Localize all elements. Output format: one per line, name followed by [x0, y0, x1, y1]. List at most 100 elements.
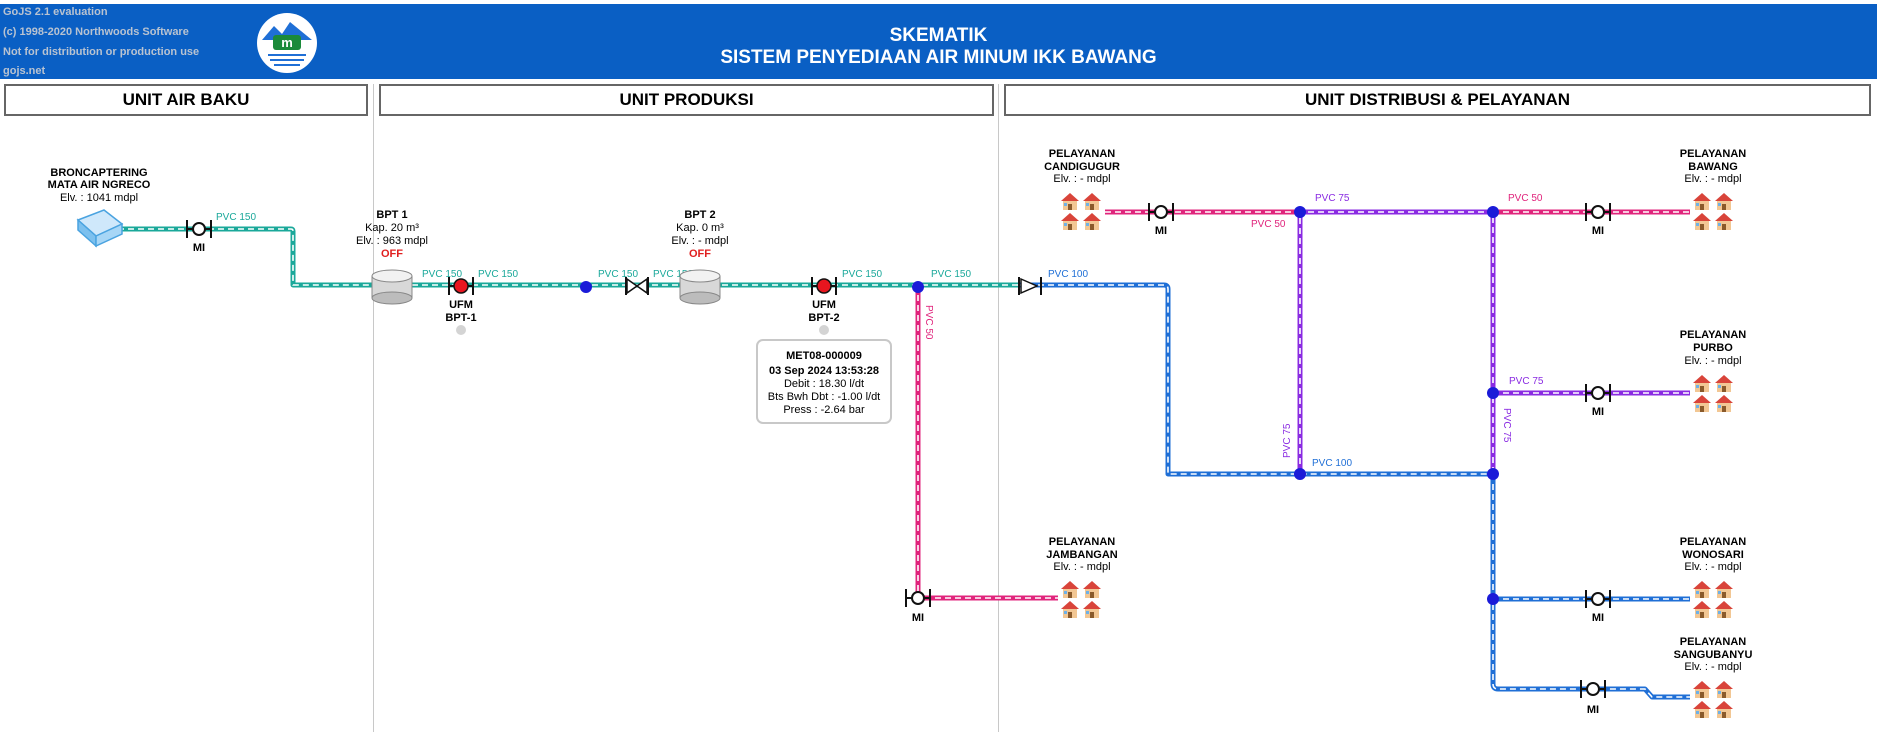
- pipe-label: PVC 75: [1501, 408, 1512, 443]
- pipe-jambangan[interactable]: [915, 285, 1058, 601]
- pipe-label: PVC 75: [1315, 193, 1350, 204]
- service-elevation: Elv. : - mdpl: [1684, 355, 1741, 367]
- check-valve-icon: [1018, 277, 1042, 295]
- meter-wonosari[interactable]: MI: [1585, 590, 1611, 624]
- meter-purbo[interactable]: MI: [1585, 384, 1611, 418]
- junction-node[interactable]: [1294, 206, 1306, 218]
- junction-node[interactable]: [1487, 593, 1499, 605]
- junction-node[interactable]: [1487, 206, 1499, 218]
- tank-elevation: Elv. : - mdpl: [671, 235, 728, 247]
- meter-info-tooltip: MET08-000009 03 Sep 2024 13:53:28 Debit …: [756, 339, 892, 424]
- evaluation-notice-line1: GoJS 2.1 evaluation: [3, 6, 108, 18]
- service-elevation: Elv. : - mdpl: [1684, 661, 1741, 673]
- service-name: PELAYANAN: [1680, 536, 1746, 548]
- valve-icon: [625, 277, 649, 295]
- houses-icon: [1693, 681, 1733, 718]
- junction-node[interactable]: [1294, 468, 1306, 480]
- service-name: PELAYANAN: [1680, 329, 1746, 341]
- junction-node[interactable]: [1487, 387, 1499, 399]
- tooltip-datetime: 03 Sep 2024 13:53:28: [769, 365, 879, 377]
- pipe-label: PVC 50: [1251, 219, 1286, 230]
- pipe-label: PVC 150: [422, 269, 462, 280]
- company-logo: m: [257, 13, 317, 73]
- pipe-pvc150-source-dash: [118, 228, 372, 286]
- water-meter-icon: [186, 220, 212, 238]
- source-name: MATA AIR NGRECO: [48, 179, 151, 191]
- pipe-label: PVC 75: [1282, 423, 1293, 458]
- tank-bpt1[interactable]: BPT 1 Kap. 20 m³ Elv. : 963 mdpl OFF: [356, 209, 428, 305]
- tank-icon: [679, 269, 721, 305]
- tank-name: BPT 1: [376, 209, 407, 221]
- status-dot-icon: [819, 325, 829, 335]
- junction-node[interactable]: [912, 281, 924, 293]
- ufm-bpt1[interactable]: UFM BPT-1: [445, 277, 477, 335]
- pipe-pvc75[interactable]: [1297, 209, 1496, 474]
- meter-sangubanyu[interactable]: MI: [1580, 680, 1606, 716]
- service-name: PELAYANAN: [1049, 536, 1115, 548]
- section-divider: [998, 84, 999, 732]
- meter-label: MI: [1592, 406, 1604, 418]
- service-name: CANDIGUGUR: [1044, 161, 1120, 173]
- water-meter-icon: [1585, 384, 1611, 402]
- service-name: PELAYANAN: [1680, 636, 1746, 648]
- meter-label: MI: [1592, 225, 1604, 237]
- pipe-label: PVC 150: [842, 269, 882, 280]
- evaluation-notice-line2: (c) 1998-2020 Northwoods Software: [3, 26, 189, 38]
- tank-status: OFF: [689, 248, 711, 260]
- service-candigugur[interactable]: PELAYANAN CANDIGUGUR Elv. : - mdpl: [1044, 148, 1120, 230]
- meter-candigugur[interactable]: MI: [1148, 203, 1174, 237]
- evaluation-notice-line4: gojs.net: [3, 65, 46, 77]
- ufm-label: UFM: [449, 299, 473, 311]
- service-sangubanyu[interactable]: PELAYANAN SANGUBANYU Elv. : - mdpl: [1674, 636, 1753, 718]
- service-wonosari[interactable]: PELAYANAN WONOSARI Elv. : - mdpl: [1680, 536, 1746, 618]
- meter-label: MI: [1587, 704, 1599, 716]
- page-title: SKEMATIK: [889, 25, 988, 46]
- tank-status: OFF: [381, 248, 403, 260]
- service-name: WONOSARI: [1682, 549, 1744, 561]
- tank-capacity: Kap. 20 m³: [365, 222, 419, 234]
- meter-label: MI: [1592, 612, 1604, 624]
- service-name: PELAYANAN: [1680, 148, 1746, 160]
- meter-bawang[interactable]: MI: [1585, 203, 1611, 237]
- svg-text:m: m: [281, 35, 293, 50]
- service-name: JAMBANGAN: [1046, 549, 1118, 561]
- tank-name: BPT 2: [684, 209, 715, 221]
- pipe-label: PVC 150: [931, 269, 971, 280]
- section-air-baku: UNIT AIR BAKU: [4, 84, 368, 116]
- tank-icon: [371, 269, 413, 305]
- ufm-bpt2[interactable]: UFM BPT-2: [808, 277, 840, 335]
- pipe-label: PVC 100: [1048, 269, 1088, 280]
- pipe-pvc100[interactable]: [1018, 282, 1493, 477]
- ufm-label: BPT-2: [808, 312, 839, 324]
- pipe-pvc100-dash: [1018, 284, 1493, 475]
- tooltip-id: MET08-000009: [786, 350, 862, 362]
- meter-source[interactable]: MI: [186, 220, 212, 254]
- houses-icon: [1061, 581, 1101, 618]
- service-elevation: Elv. : - mdpl: [1684, 561, 1741, 573]
- service-purbo[interactable]: PELAYANAN PURBO Elv. : - mdpl: [1680, 329, 1746, 412]
- pipe-wonosari-sangubanyu[interactable]: [1490, 474, 1690, 700]
- junction-node[interactable]: [580, 281, 592, 293]
- pipe-pvc150-source[interactable]: [118, 226, 372, 288]
- service-elevation: Elv. : - mdpl: [1684, 173, 1741, 185]
- gate-valve[interactable]: [625, 277, 649, 295]
- section-divider: [373, 84, 374, 732]
- pipe-pvc75-dash: [1299, 211, 1494, 474]
- meter-label: MI: [1155, 225, 1167, 237]
- source-broncaptering[interactable]: BRONCAPTERING MATA AIR NGRECO Elv. : 104…: [48, 167, 151, 248]
- service-name: PURBO: [1693, 342, 1733, 354]
- page-subtitle: SISTEM PENYEDIAAN AIR MINUM IKK BAWANG: [720, 47, 1157, 68]
- service-bawang[interactable]: PELAYANAN BAWANG Elv. : - mdpl: [1680, 148, 1746, 230]
- service-jambangan[interactable]: PELAYANAN JAMBANGAN Elv. : - mdpl: [1046, 536, 1118, 618]
- ufm-label: BPT-1: [445, 312, 476, 324]
- pipe-lines: [118, 209, 1690, 700]
- junction-node[interactable]: [1487, 468, 1499, 480]
- pipe-label: PVC 150: [216, 212, 256, 223]
- pipe-label: PVC 150: [653, 269, 693, 280]
- pipe-label: PVC 75: [1509, 376, 1544, 387]
- tank-bpt2[interactable]: BPT 2 Kap. 0 m³ Elv. : - mdpl OFF: [671, 209, 729, 305]
- water-meter-icon: [1585, 590, 1611, 608]
- check-valve[interactable]: [1018, 277, 1042, 295]
- meter-jambangan[interactable]: MI: [905, 589, 931, 624]
